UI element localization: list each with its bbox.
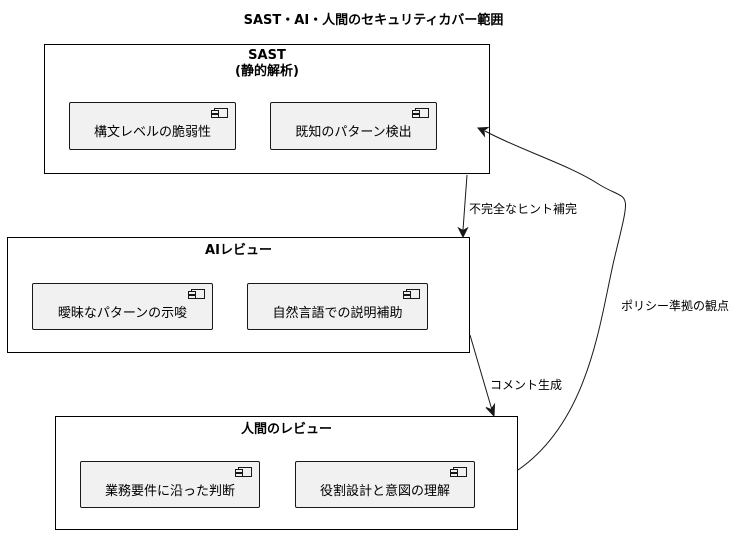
component-label: 自然言語での説明補助	[272, 306, 403, 321]
package-human-title: 人間のレビュー	[240, 422, 332, 437]
arrowhead-sast-to-ai	[457, 226, 469, 239]
component-label: 既知のパターン検出	[295, 125, 412, 140]
component-known-pattern-detection: 既知のパターン検出	[270, 102, 437, 150]
component-label: 役割設計と意図の理解	[319, 484, 450, 499]
package-sast-title-line2: (静的解析)	[235, 64, 299, 79]
package-ai-title: AIレビュー	[205, 243, 272, 258]
component-role-design-intent: 役割設計と意図の理解	[295, 461, 475, 508]
component-syntax-vulnerability: 構文レベルの脆弱性	[69, 102, 236, 150]
component-icon	[235, 467, 252, 477]
component-icon	[403, 289, 420, 299]
component-icon	[412, 108, 429, 118]
package-sast-title-line1: SAST	[248, 48, 286, 63]
component-icon	[211, 108, 228, 118]
edge-label-ai-to-human: コメント生成	[490, 378, 563, 392]
arrowhead-ai-to-human	[485, 402, 496, 418]
diagram-title: SAST・AI・人間のセキュリティカバー範囲	[243, 13, 504, 28]
component-natural-language-explanation: 自然言語での説明補助	[247, 283, 428, 330]
edge-sast-to-ai	[462, 174, 468, 231]
component-label: 業務要件に沿った判断	[104, 484, 235, 499]
edge-ai-to-human	[469, 334, 493, 411]
edge-label-human-to-sast: ポリシー準拠の観点	[621, 299, 730, 313]
component-ambiguous-pattern-hint: 曖昧なパターンの示唆	[32, 283, 213, 330]
component-business-requirement-judgement: 業務要件に沿った判断	[80, 461, 260, 508]
component-icon	[450, 467, 467, 477]
edge-label-sast-to-ai: 不完全なヒント補完	[469, 202, 578, 216]
package-sast: SAST (静的解析) 構文レベルの脆弱性 既知のパターン検出	[44, 44, 490, 174]
package-ai-review: AIレビュー 曖昧なパターンの示唆 自然言語での説明補助	[7, 237, 470, 353]
component-label: 構文レベルの脆弱性	[93, 125, 211, 140]
package-sast-title: SAST (静的解析)	[45, 48, 489, 80]
component-label: 曖昧なパターンの示唆	[57, 306, 188, 321]
edge-human-to-sast	[484, 130, 627, 471]
arrowhead-human-to-sast	[476, 126, 490, 138]
package-human-review: 人間のレビュー 業務要件に沿った判断 役割設計と意図の理解	[55, 416, 518, 530]
component-icon	[188, 289, 205, 299]
